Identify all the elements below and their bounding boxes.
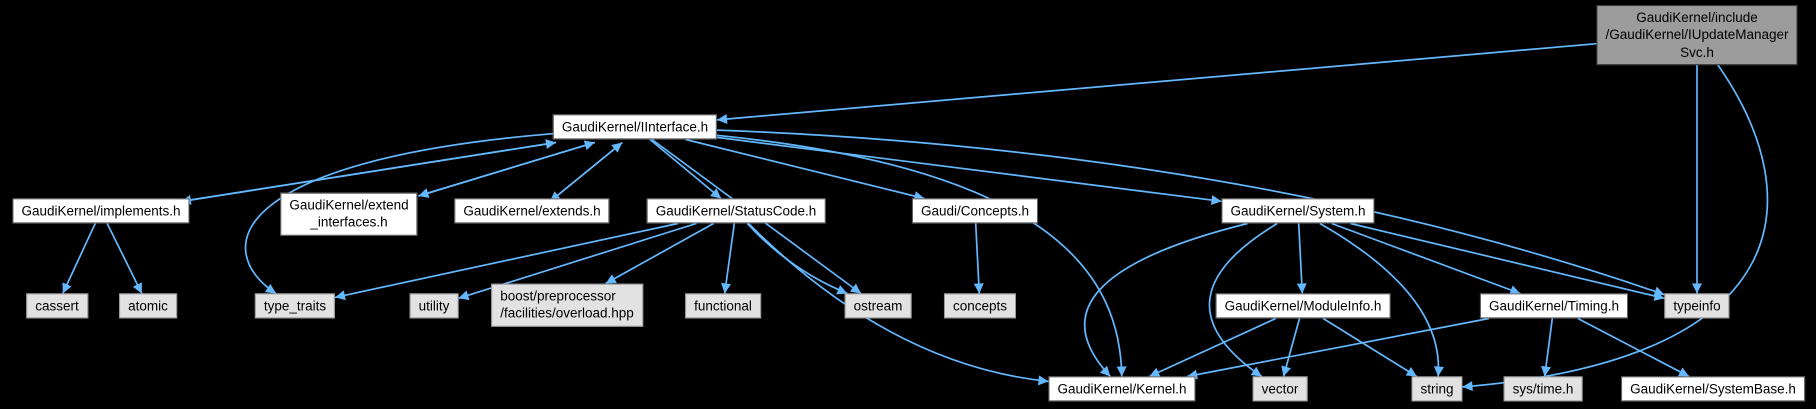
edge-moduleinfo-to-kernel <box>1148 317 1277 378</box>
edge-iupdatemanagersvc-to-string <box>1462 64 1769 392</box>
edge-iinterface-to-extends <box>549 141 623 203</box>
graph-node-functional: functional <box>685 293 761 319</box>
edge-timing-to-kernel <box>1186 317 1490 380</box>
graph-node-atomic: atomic <box>119 293 177 319</box>
graph-node-type_traits: type_traits <box>254 293 336 319</box>
edge-timing-to-systime <box>1541 318 1554 377</box>
graph-node-typeinfo: typeinfo <box>1664 293 1730 319</box>
edge-iinterface-to-kernel <box>716 134 1127 377</box>
graph-node-iinterface[interactable]: GaudiKernel/IInterface.h <box>552 114 718 140</box>
edge-extend_interfaces-to-iinterface <box>418 140 596 197</box>
edge-extends-to-iinterface <box>549 141 623 203</box>
edge-iinterface-to-extend_interfaces <box>418 141 596 198</box>
edge-iinterface-to-gaudi_concepts <box>685 138 925 201</box>
edge-system-to-moduleinfo <box>1296 223 1307 294</box>
graph-node-statuscode[interactable]: GaudiKernel/StatusCode.h <box>646 198 826 224</box>
edge-iupdatemanagersvc-to-iinterface <box>716 42 1597 125</box>
graph-node-implements[interactable]: GaudiKernel/implements.h <box>12 198 190 224</box>
graph-node-kernel[interactable]: GaudiKernel/Kernel.h <box>1048 376 1196 402</box>
graph-node-iupdatemanagersvc: GaudiKernel/include /GaudiKernel/IUpdate… <box>1596 5 1798 65</box>
edge-implements-to-atomic <box>106 223 143 294</box>
edge-implements-to-cassert <box>62 223 96 294</box>
graph-node-system[interactable]: GaudiKernel/System.h <box>1221 198 1375 224</box>
graph-node-extend_interfaces[interactable]: GaudiKernel/extend _interfaces.h <box>280 192 418 236</box>
edge-iinterface-to-system <box>716 136 1222 206</box>
edge-iinterface-to-typeinfo <box>716 129 1665 297</box>
graph-node-systime: sys/time.h <box>1503 376 1583 402</box>
graph-node-gaudi_concepts[interactable]: Gaudi/Concepts.h <box>911 198 1039 224</box>
edge-moduleinfo-to-vector <box>1281 318 1301 377</box>
graph-node-vector: vector <box>1252 376 1308 402</box>
graph-node-utility: utility <box>409 293 459 319</box>
graph-node-ostream: ostream <box>844 293 912 319</box>
graph-node-concepts: concepts <box>943 293 1017 319</box>
graph-node-cassert: cassert <box>26 293 88 319</box>
graph-node-boost_overload: boost/preprocessor /facilities/overload.… <box>491 283 643 327</box>
edge-system-to-typeinfo <box>1350 222 1665 301</box>
edge-timing-to-systembase <box>1577 317 1690 378</box>
graph-node-extends[interactable]: GaudiKernel/extends.h <box>454 198 610 224</box>
edge-statuscode-to-ostream <box>746 222 848 295</box>
edge-system-to-timing <box>1331 222 1521 295</box>
edge-iinterface-to-statuscode <box>649 138 722 200</box>
graph-node-timing[interactable]: GaudiKernel/Timing.h <box>1479 293 1629 319</box>
graph-node-moduleinfo[interactable]: GaudiKernel/ModuleInfo.h <box>1215 293 1391 319</box>
edge-moduleinfo-to-string <box>1322 317 1418 378</box>
edge-statuscode-to-boost_overload <box>605 222 714 285</box>
graph-node-systembase[interactable]: GaudiKernel/SystemBase.h <box>1621 376 1805 402</box>
edge-statuscode-to-functional <box>721 223 736 294</box>
edge-gaudi_concepts-to-concepts <box>973 223 984 294</box>
graph-node-string: string <box>1411 376 1463 402</box>
